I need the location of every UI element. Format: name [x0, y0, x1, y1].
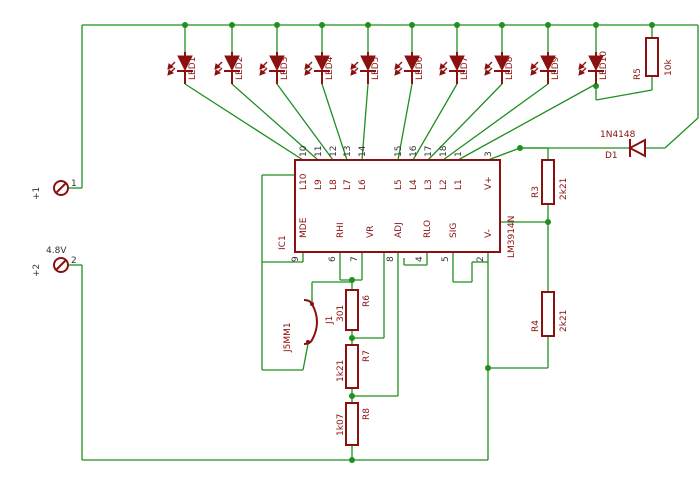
led-3: LED3 [259, 52, 290, 84]
ic-pin-label: L7 [343, 179, 353, 190]
ic-pin-number: 14 [358, 145, 368, 157]
led-2-label: LED2 [235, 57, 245, 80]
r8-value: 1k07 [336, 414, 346, 436]
led-7: LED7 [439, 52, 470, 84]
ic-pin-label: VR [366, 226, 376, 238]
ic-name: IC1 [278, 235, 288, 250]
diode-d1: 1N4148 D1 [600, 130, 646, 161]
r4-name: R4 [531, 320, 541, 332]
ic-pin-label: L5 [394, 179, 404, 190]
d1-value: 1N4148 [600, 130, 636, 140]
r5-name: R5 [633, 68, 643, 80]
ic-pin-label: L1 [454, 179, 464, 190]
r5-value: 10k [664, 59, 674, 76]
r7-value: 1k21 [336, 360, 346, 382]
terminal-2-name: +2 [32, 264, 42, 277]
r3-name: R3 [531, 186, 541, 198]
ic-pins-bottom: MDE 9 RHI 6 7 VR ADJ 8 RLO 4 SIG 5 V- 2 [291, 217, 494, 262]
r4-value: 2k21 [559, 310, 569, 332]
r8-name: R8 [362, 408, 372, 420]
led-10-label: LED10 [599, 51, 609, 80]
resistor-r8: 1k07 R8 [336, 402, 372, 446]
led-6: LED6 [394, 52, 425, 84]
ic-pin-label: L3 [424, 179, 434, 190]
ic-pin-label: SIG [449, 223, 459, 238]
ic-pin-number: 13 [343, 146, 353, 157]
ic-pin-label: V+ [484, 176, 494, 190]
r7-name: R7 [362, 350, 372, 362]
ic-pin-number: 4 [415, 256, 425, 262]
ic-pin-number: 17 [424, 146, 434, 157]
led-4: LED4 [304, 52, 335, 84]
jumper-j1: J5MM1 J1 [283, 299, 335, 353]
terminal-1-pin: 1 [71, 179, 77, 189]
ic-pin-label: L2 [439, 179, 449, 190]
led-8-label: LED8 [505, 56, 515, 80]
resistor-r6: 301 R6 [336, 289, 372, 331]
ic-pin-label: L10 [299, 173, 309, 190]
d1-name: D1 [605, 151, 618, 161]
ic-pin-number: 16 [409, 145, 419, 157]
ic-pin-number: 3 [484, 151, 494, 157]
ic-part: LM3914N [507, 216, 517, 258]
ic-pin-number: 10 [299, 145, 309, 157]
ic-pin-number: 7 [350, 256, 360, 262]
ic-pin-number: 6 [328, 256, 338, 262]
terminal-1-name: +1 [32, 187, 42, 200]
j1-value: J5MM1 [283, 322, 293, 353]
terminal-2: +2 2 4.8V [32, 246, 77, 277]
ic-pin-number: 12 [329, 146, 339, 157]
j1-name: J1 [325, 316, 335, 325]
r3-value: 2k21 [559, 178, 569, 200]
ic-pin-number: 11 [314, 146, 324, 157]
ic-pin-label: L6 [358, 179, 368, 190]
ic-body [294, 159, 501, 253]
ic-pin-label: L4 [409, 179, 419, 190]
led-1-label: LED1 [188, 57, 198, 80]
ic-pin-number: 5 [441, 256, 451, 262]
junctions [182, 22, 655, 463]
resistor-r4: R4 2k21 [531, 291, 569, 337]
ic-pin-label: L8 [329, 179, 339, 190]
led-7-label: LED7 [460, 57, 470, 80]
led-6-label: LED6 [415, 56, 425, 80]
led-4-label: LED4 [325, 56, 335, 80]
supply-voltage-label: 4.8V [46, 246, 67, 256]
ic-pin-label: RLO [423, 220, 433, 238]
ic-pins-top: L1010L911L812L713L614L515L416L317L218L11… [299, 145, 494, 190]
ic-pin-label: ADJ [394, 222, 404, 238]
resistor-r3: R3 2k21 [531, 159, 569, 205]
led-5: LED5 [350, 52, 381, 84]
led-array: LED1 LED2 LED3 LED4 LED5 LED6 LED7 LED8 LED9 LED1… [167, 51, 609, 84]
ic-pin-label: RHI [336, 222, 346, 238]
ic-lm3914: IC1 LM3914N L1010L911L812L713L614L515L41… [278, 145, 517, 262]
ic-pin-number: 9 [291, 256, 301, 262]
led-8: LED8 [484, 52, 515, 84]
resistor-r5: R5 10k [633, 37, 674, 80]
ic-pin-label: L9 [314, 179, 324, 190]
terminal-2-pin: 2 [71, 256, 77, 266]
ic-pin-label: MDE [299, 217, 309, 238]
led-1: LED1 [167, 52, 198, 84]
ic-pin-number: 2 [476, 256, 486, 262]
ic-pin-number: 15 [394, 146, 404, 157]
wires [68, 24, 699, 461]
ic-pin-number: 1 [454, 151, 464, 157]
led-9: LED9 [530, 52, 561, 84]
led-10: LED10 [578, 51, 609, 84]
resistor-r7: 1k21 R7 [336, 344, 372, 389]
led-2: LED2 [214, 52, 245, 84]
led-9-label: LED9 [551, 56, 561, 80]
led-3-label: LED3 [280, 57, 290, 80]
terminal-1: +1 1 [32, 179, 77, 200]
ic-pin-number: 18 [439, 145, 449, 157]
r6-name: R6 [362, 295, 372, 307]
r6-value: 301 [336, 305, 346, 322]
led-5-label: LED5 [371, 57, 381, 80]
ic-pin-label: V- [484, 229, 494, 238]
ic-pin-number: 8 [386, 256, 396, 262]
